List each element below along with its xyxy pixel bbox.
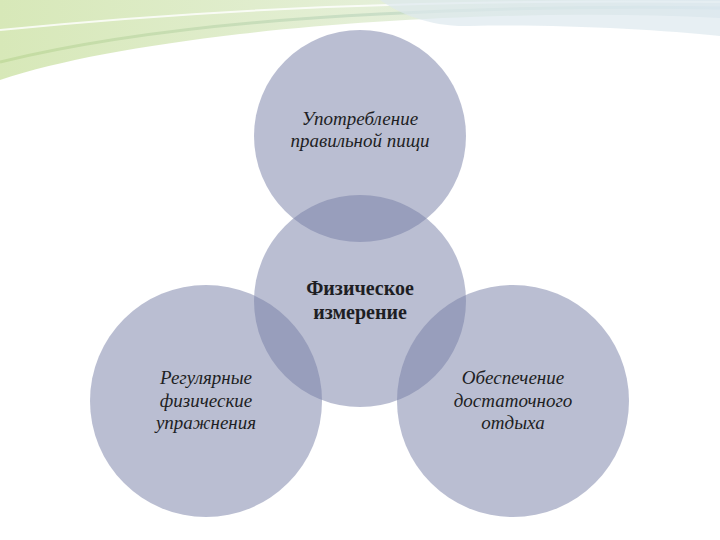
circle-label: Физическое измерение [275,277,445,324]
circle-label: Употребление правильной пищи [280,108,440,153]
swoosh-band [380,0,720,36]
circle-label: Обеспечение достаточного отдыха [428,367,598,434]
circle-fill [90,285,322,517]
circle-node: Обеспечение достаточного отдыха [397,285,629,517]
circle-node: Регулярные физические упражнения [90,285,322,517]
circle-label: Регулярные физические упражнения [131,367,281,434]
circle-fill [397,285,629,517]
